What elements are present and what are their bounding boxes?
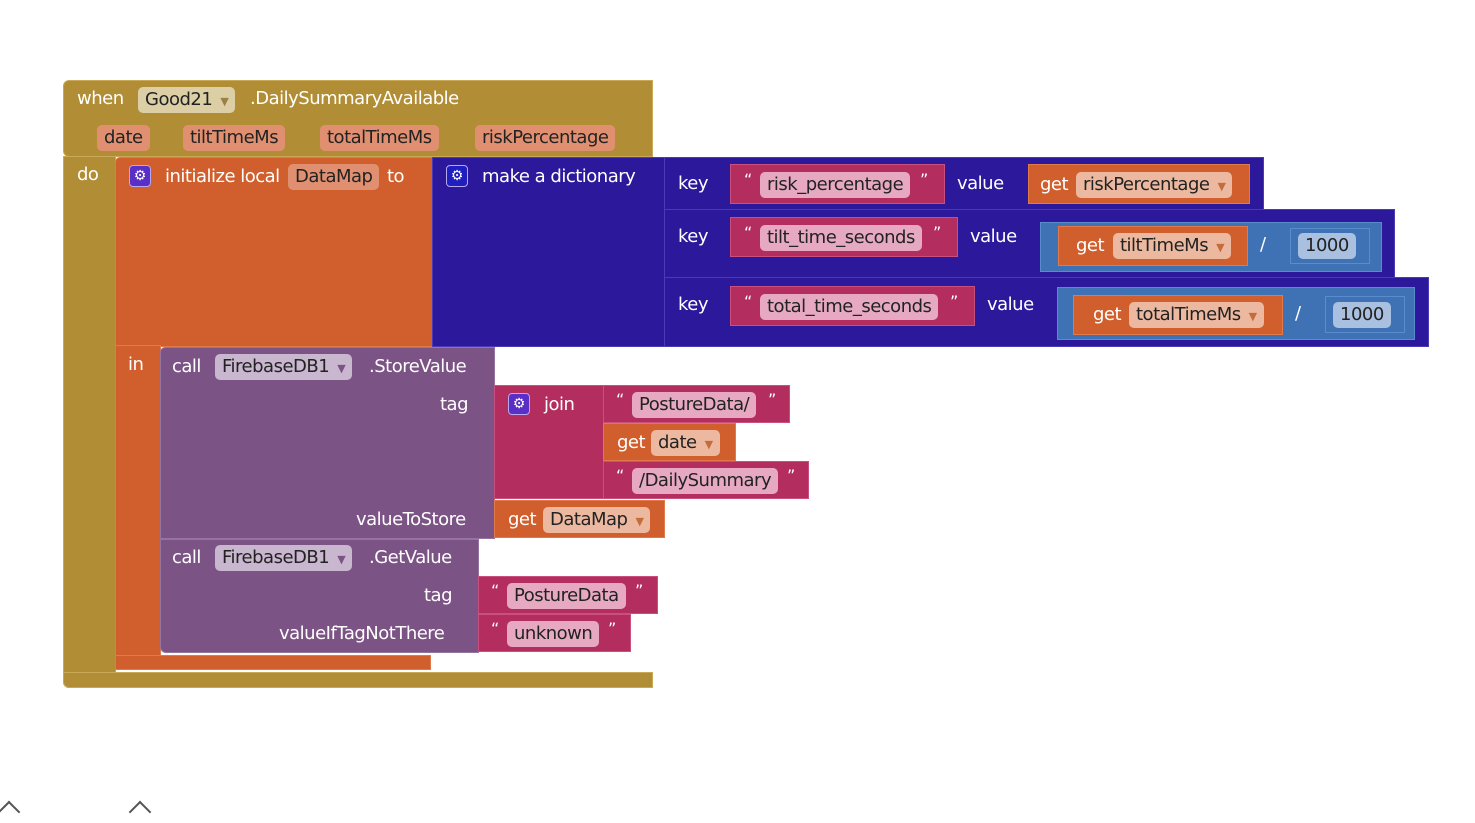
tag-label: tag	[440, 394, 469, 415]
quote-close: ”	[768, 390, 777, 409]
var-name: DataMap	[550, 509, 628, 530]
in-label: in	[128, 354, 144, 375]
chevron-down-icon: ▼	[704, 438, 713, 451]
get-label: get	[508, 509, 537, 530]
event-bottom	[63, 672, 653, 688]
chevron-up-icon[interactable]	[128, 800, 152, 823]
var-name: tiltTimeMs	[1120, 235, 1209, 256]
var-name: date	[658, 432, 697, 453]
quote-open: “	[744, 170, 753, 189]
init-local-block[interactable]	[115, 157, 433, 347]
text-value[interactable]: PostureData/	[632, 392, 757, 418]
text-value[interactable]: unknown	[507, 621, 600, 647]
divide-operator: /	[1295, 303, 1301, 324]
chevron-down-icon: ▼	[635, 515, 644, 528]
component-name: Good21	[145, 89, 213, 110]
quote-close: ”	[920, 170, 929, 189]
init-in-column	[115, 345, 161, 670]
number-value[interactable]: 1000	[1298, 233, 1356, 259]
var-dropdown[interactable]: date ▼	[651, 430, 720, 456]
when-label: when	[77, 88, 124, 109]
chevron-down-icon: ▼	[1248, 310, 1257, 323]
param-totalTimeMs[interactable]: totalTimeMs	[320, 125, 439, 151]
init-bottom	[115, 655, 431, 670]
component-dropdown[interactable]: FirebaseDB1 ▼	[215, 354, 353, 380]
component-name: FirebaseDB1	[222, 547, 330, 568]
quote-close: ”	[933, 223, 942, 242]
dict-label: make a dictionary	[482, 166, 636, 187]
quote-close: ”	[608, 619, 617, 638]
key-label: key	[678, 226, 709, 247]
var-dropdown[interactable]: tiltTimeMs ▼	[1113, 233, 1232, 259]
quote-open: “	[616, 466, 625, 485]
value-label: value	[987, 294, 1034, 315]
value-label: value	[957, 173, 1004, 194]
tag-label: tag	[424, 585, 453, 606]
var-dropdown[interactable]: totalTimeMs ▼	[1129, 302, 1264, 328]
do-label: do	[77, 164, 99, 185]
quote-open: “	[616, 390, 625, 409]
param-tiltTimeMs[interactable]: tiltTimeMs	[183, 125, 286, 151]
text-value[interactable]: total_time_seconds	[760, 294, 939, 320]
join-label: join	[544, 394, 575, 415]
event-name: .DailySummaryAvailable	[250, 88, 459, 109]
key-label: key	[678, 173, 709, 194]
param-date[interactable]: date	[97, 125, 150, 151]
var-name: riskPercentage	[1083, 174, 1210, 195]
mutator-gear-icon[interactable]: ⚙	[129, 165, 151, 187]
divide-operator: /	[1260, 234, 1266, 255]
text-value[interactable]: tilt_time_seconds	[760, 225, 922, 251]
component-dropdown[interactable]: Good21 ▼	[138, 87, 236, 113]
number-value[interactable]: 1000	[1333, 302, 1391, 328]
init-label: initialize local	[165, 166, 280, 187]
quote-close: ”	[635, 581, 644, 600]
method-name: .GetValue	[369, 547, 452, 568]
text-value[interactable]: /DailySummary	[632, 468, 779, 494]
chevron-up-icon[interactable]	[0, 800, 21, 823]
param-riskPercentage[interactable]: riskPercentage	[475, 125, 616, 151]
key-label: key	[678, 294, 709, 315]
quote-close: ”	[950, 292, 959, 311]
var-dropdown[interactable]: riskPercentage ▼	[1076, 172, 1233, 198]
text-value[interactable]: risk_percentage	[760, 172, 911, 198]
var-dropdown[interactable]: DataMap ▼	[543, 507, 651, 533]
call-label: call	[172, 356, 201, 377]
var-name: totalTimeMs	[1136, 304, 1241, 325]
get-label: get	[617, 432, 646, 453]
component-dropdown[interactable]: FirebaseDB1 ▼	[215, 545, 353, 571]
chevron-down-icon: ▼	[1216, 241, 1225, 254]
get-label: get	[1076, 235, 1105, 256]
quote-open: “	[491, 581, 500, 600]
mutator-gear-icon[interactable]: ⚙	[508, 393, 530, 415]
make-dictionary-block[interactable]	[432, 157, 666, 347]
component-name: FirebaseDB1	[222, 356, 330, 377]
get-label: get	[1040, 174, 1069, 195]
quote-open: “	[744, 223, 753, 242]
event-do-column	[63, 156, 116, 688]
value-to-store-label: valueToStore	[356, 509, 466, 530]
quote-open: “	[744, 292, 753, 311]
get-label: get	[1093, 304, 1122, 325]
value-label: value	[970, 226, 1017, 247]
chevron-down-icon: ▼	[220, 95, 229, 108]
mutator-gear-icon[interactable]: ⚙	[446, 165, 468, 187]
to-label: to	[387, 166, 405, 187]
quote-close: ”	[787, 466, 796, 485]
quote-open: “	[491, 619, 500, 638]
call-label: call	[172, 547, 201, 568]
chevron-down-icon: ▼	[337, 553, 346, 566]
chevron-down-icon: ▼	[1217, 180, 1226, 193]
text-value[interactable]: PostureData	[507, 583, 626, 609]
chevron-down-icon: ▼	[337, 362, 346, 375]
method-name: .StoreValue	[369, 356, 467, 377]
value-if-tag-not-there-label: valueIfTagNotThere	[279, 623, 445, 644]
local-var-name[interactable]: DataMap	[288, 164, 380, 190]
